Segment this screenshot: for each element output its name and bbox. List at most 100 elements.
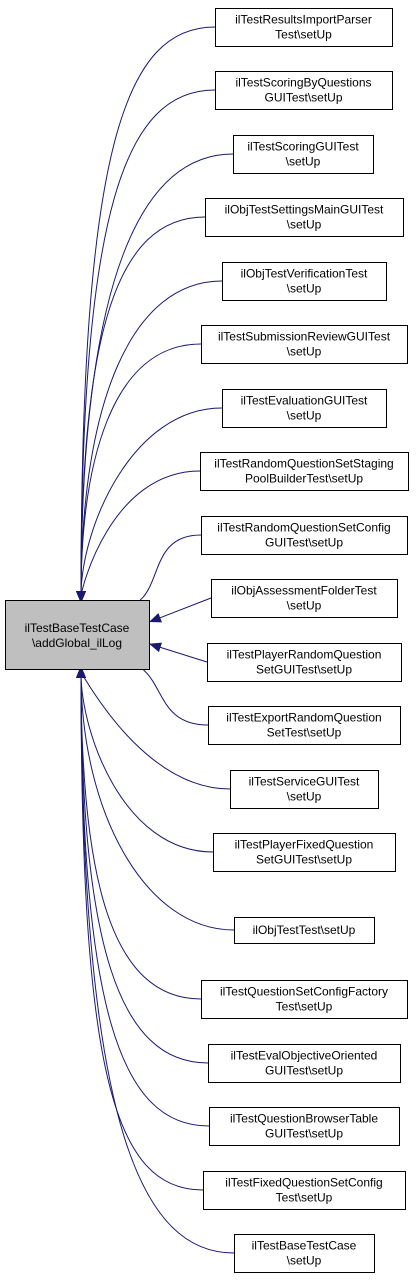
- node-label-line: Test\setUp: [276, 1191, 333, 1205]
- node-label-line: ilTestScoringByQuestions: [235, 76, 371, 90]
- node-label-line: ilObjTestTest\setUp: [253, 923, 356, 937]
- caller-node-box[interactable]: [211, 579, 398, 618]
- caller-node-box[interactable]: [208, 1044, 401, 1083]
- node-label-line: ilTestPlayerFixedQuestion: [235, 838, 374, 852]
- node-label-line: ilTestRandomQuestionSetStaging: [214, 457, 393, 471]
- caller-node-box[interactable]: [222, 389, 387, 428]
- node-label-line: ilTestRandomQuestionSetConfig: [217, 521, 390, 535]
- call-edge: [116, 534, 202, 613]
- call-edge: [76, 470, 201, 603]
- caller-node-box[interactable]: [205, 198, 404, 237]
- call-edge: [76, 216, 206, 603]
- node-label-line: Test\setUp: [275, 28, 332, 42]
- caller-node[interactable]: ilTestSubmissionReviewGUITest\setUp: [201, 325, 408, 364]
- call-edge: [76, 666, 210, 1127]
- node-label-line: SetGUITest\setUp: [256, 853, 352, 867]
- call-edge: [76, 407, 223, 603]
- caller-node-box[interactable]: [215, 8, 393, 47]
- node-label-line: ilTestServiceGUITest: [249, 775, 360, 789]
- caller-node-box[interactable]: [203, 1171, 406, 1210]
- root-node-box[interactable]: [5, 600, 150, 670]
- node-label-line: \setUp: [287, 409, 322, 423]
- node-label-line: ilTestBaseTestCase: [25, 621, 130, 635]
- caller-node[interactable]: ilObjAssessmentFolderTest\setUp: [211, 579, 398, 618]
- node-label-line: SetGUITest\setUp: [256, 663, 352, 677]
- node-label-line: GUITest\setUp: [265, 536, 343, 550]
- node-label-line: ilObjTestSettingsMainGUITest: [225, 203, 384, 217]
- caller-node-box[interactable]: [209, 1107, 400, 1146]
- node-label-line: \setUp: [287, 282, 322, 296]
- edge-layer: [76, 26, 235, 1254]
- caller-node-box[interactable]: [201, 325, 408, 364]
- node-label-line: GUITest\setUp: [264, 91, 342, 105]
- call-edge: [149, 642, 208, 663]
- caller-node[interactable]: ilTestRandomQuestionSetStagingPoolBuilde…: [200, 452, 409, 491]
- node-label-line: ilTestExportRandomQuestion: [226, 711, 381, 725]
- node-label-line: ilObjAssessmentFolderTest: [231, 584, 377, 598]
- caller-node-box[interactable]: [200, 452, 409, 491]
- caller-node[interactable]: ilTestPlayerRandomQuestionSetGUITest\set…: [207, 643, 402, 682]
- node-label-line: \setUp: [287, 218, 322, 232]
- node-label-line: \setUp: [287, 790, 322, 804]
- caller-node-box[interactable]: [230, 770, 379, 809]
- caller-node[interactable]: ilObjTestSettingsMainGUITest\setUp: [205, 198, 404, 237]
- node-label-line: ilTestBaseTestCase: [252, 1239, 357, 1253]
- caller-node-box[interactable]: [222, 262, 387, 301]
- caller-node-box[interactable]: [215, 71, 393, 110]
- caller-node[interactable]: ilTestScoringGUITest\setUp: [233, 135, 374, 174]
- node-label-line: Test\setUp: [276, 1000, 333, 1014]
- node-label-line: ilObjTestVerificationTest: [241, 267, 368, 281]
- node-label-line: PoolBuilderTest\setUp: [245, 472, 363, 486]
- node-label-line: ilTestQuestionSetConfigFactory: [220, 985, 388, 999]
- call-edge: [76, 666, 235, 931]
- node-layer: ilTestResultsImportParserTest\setUpilTes…: [5, 8, 409, 1273]
- caller-node[interactable]: ilObjTestVerificationTest\setUp: [222, 262, 387, 301]
- call-edge: [76, 666, 202, 1000]
- node-label-line: ilTestSubmissionReviewGUITest: [218, 330, 391, 344]
- caller-node[interactable]: ilTestServiceGUITest\setUp: [230, 770, 379, 809]
- caller-node-box[interactable]: [201, 980, 408, 1019]
- caller-node[interactable]: ilTestEvaluationGUITest\setUp: [222, 389, 387, 428]
- call-edge: [76, 666, 235, 1254]
- caller-node[interactable]: ilObjTestTest\setUp: [234, 917, 375, 944]
- node-label-line: GUITest\setUp: [265, 1064, 343, 1078]
- node-label-line: ilTestEvaluationGUITest: [241, 394, 368, 408]
- caller-node[interactable]: ilTestPlayerFixedQuestionSetGUITest\setU…: [213, 833, 396, 872]
- node-label-line: \setUp: [287, 345, 322, 359]
- node-label-line: \setUp: [286, 155, 321, 169]
- call-edge: [76, 343, 202, 603]
- caller-node[interactable]: ilTestBaseTestCase\setUp: [234, 1234, 375, 1273]
- caller-node-box[interactable]: [234, 1234, 375, 1273]
- node-label-line: ilTestScoringGUITest: [247, 140, 359, 154]
- caller-node-box[interactable]: [207, 643, 402, 682]
- node-label-line: ilTestResultsImportParser: [235, 13, 372, 27]
- caller-node-box[interactable]: [233, 135, 374, 174]
- call-edge: [76, 666, 214, 853]
- caller-node-box[interactable]: [234, 917, 375, 944]
- call-edge: [116, 656, 209, 726]
- call-edge: [149, 597, 212, 623]
- caller-node-box[interactable]: [208, 706, 401, 745]
- caller-node[interactable]: ilTestRandomQuestionSetConfigGUITest\set…: [201, 516, 408, 555]
- call-edge: [76, 26, 216, 603]
- caller-node-box[interactable]: [201, 516, 408, 555]
- node-label-line: \setUp: [287, 599, 322, 613]
- node-label-line: \setUp: [287, 1254, 322, 1268]
- root-node[interactable]: ilTestBaseTestCase\addGlobal_ilLog: [5, 600, 150, 670]
- call-edge: [76, 666, 204, 1191]
- node-label-line: ilTestFixedQuestionSetConfig: [225, 1176, 382, 1190]
- node-label-line: SetTest\setUp: [267, 726, 342, 740]
- node-label-line: GUITest\setUp: [265, 1127, 343, 1141]
- node-label-line: \addGlobal_ilLog: [32, 636, 122, 650]
- node-label-line: ilTestQuestionBrowserTable: [230, 1112, 378, 1126]
- caller-node-box[interactable]: [213, 833, 396, 872]
- node-label-line: ilTestPlayerRandomQuestion: [227, 648, 382, 662]
